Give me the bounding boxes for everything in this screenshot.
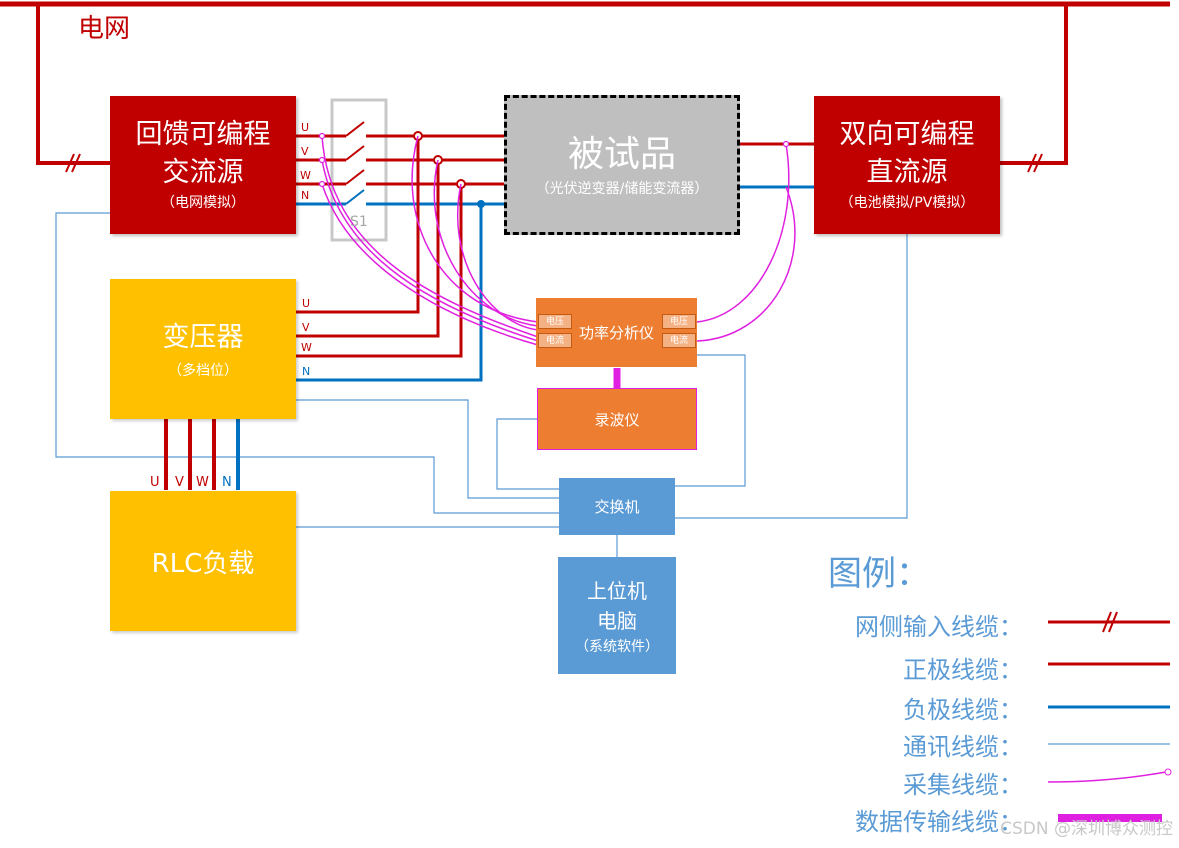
grid-bus-lines bbox=[0, 1, 1170, 173]
grid-label: 电网 bbox=[78, 14, 131, 44]
dc-source-title-1: 双向可编程 bbox=[839, 119, 975, 150]
legend-title: 图例： bbox=[828, 554, 930, 594]
pa-left-current-port: 电流 bbox=[538, 333, 572, 348]
recorder-box[interactable]: 录波仪 bbox=[537, 388, 697, 450]
rlc-title: RLC负载 bbox=[151, 548, 255, 579]
dc-source-box[interactable]: 双向可编程 直流源 （电池模拟/PV模拟） bbox=[814, 96, 1000, 234]
acquisition-cables bbox=[321, 135, 796, 346]
tr-phase-v: V bbox=[302, 321, 310, 334]
transformer-phase-lines bbox=[296, 136, 463, 358]
dc-source-subtitle: （电池模拟/PV模拟） bbox=[839, 195, 975, 211]
transformer-subtitle: （多档位） bbox=[168, 363, 238, 379]
legend-data: 数据传输线缆： bbox=[855, 808, 1023, 836]
comm-lines bbox=[55, 212, 908, 557]
legend-comm: 通讯线缆： bbox=[903, 733, 1023, 761]
watermark: CSDN @深圳博众测控 bbox=[1000, 819, 1173, 839]
ac-source-title-1: 回馈可编程 bbox=[135, 119, 271, 150]
power-analyzer-title: 功率分析仪 bbox=[578, 324, 654, 342]
host-pc-box[interactable]: 上位机 电脑 （系统软件） bbox=[558, 557, 676, 674]
s1-label: S1 bbox=[350, 214, 368, 230]
host-pc-title-2: 电脑 bbox=[597, 608, 637, 633]
transformer-box[interactable]: 变压器 （多档位） bbox=[110, 279, 296, 419]
network-switch-title: 交换机 bbox=[594, 498, 640, 516]
legend-samples bbox=[1047, 611, 1172, 822]
junction-nodes bbox=[413, 131, 485, 208]
transformer-title: 变压器 bbox=[162, 322, 244, 353]
s1-switch-frame bbox=[330, 98, 388, 242]
ac-phase-v: V bbox=[301, 145, 309, 158]
ac-phase-w: W bbox=[300, 169, 311, 182]
legend-acquisition: 采集线缆： bbox=[903, 771, 1023, 799]
host-pc-subtitle: （系统软件） bbox=[575, 638, 659, 655]
acquisition-nodes bbox=[318, 132, 790, 188]
legend-negative: 负极线缆： bbox=[903, 696, 1023, 724]
ac-phase-n: N bbox=[301, 189, 310, 202]
rlc-phase-n: N bbox=[222, 475, 232, 490]
rlc-phase-u: U bbox=[150, 475, 160, 490]
ac-source-title-2: 交流源 bbox=[162, 157, 244, 188]
recorder-title: 录波仪 bbox=[594, 410, 640, 429]
dut-box[interactable]: 被试品 （光伏逆变器/储能变流器） bbox=[504, 95, 740, 235]
rlc-feed-lines bbox=[164, 419, 240, 490]
dc-source-title-2: 直流源 bbox=[866, 157, 948, 188]
transformer-neutral-line bbox=[296, 204, 483, 382]
tr-phase-u: U bbox=[302, 297, 311, 310]
legend-positive: 正极线缆： bbox=[903, 656, 1023, 684]
rlc-phase-v: V bbox=[175, 475, 184, 490]
legend-grid-input: 网侧输入线缆： bbox=[855, 613, 1023, 641]
rlc-phase-w: W bbox=[196, 475, 209, 490]
pa-left-voltage-port: 电压 bbox=[538, 314, 572, 329]
dc-lines bbox=[740, 142, 814, 189]
dut-subtitle: （光伏逆变器/储能变流器） bbox=[535, 181, 709, 197]
tr-phase-w: W bbox=[301, 341, 312, 354]
ac-source-subtitle: （电网模拟） bbox=[161, 195, 245, 211]
ac-phase-u: U bbox=[301, 121, 310, 134]
ac-phase-lines bbox=[296, 121, 506, 186]
pa-right-voltage-port: 电压 bbox=[662, 314, 696, 329]
power-analyzer-box[interactable]: 功率分析仪 bbox=[536, 298, 697, 367]
ac-source-box[interactable]: 回馈可编程 交流源 （电网模拟） bbox=[110, 96, 296, 234]
pa-right-current-port: 电流 bbox=[662, 333, 696, 348]
network-switch-box[interactable]: 交换机 bbox=[559, 478, 675, 535]
tr-phase-n: N bbox=[302, 365, 311, 378]
host-pc-title-1: 上位机 bbox=[587, 578, 647, 603]
dut-title: 被试品 bbox=[567, 134, 676, 175]
rlc-load-box[interactable]: RLC负载 bbox=[110, 491, 296, 631]
